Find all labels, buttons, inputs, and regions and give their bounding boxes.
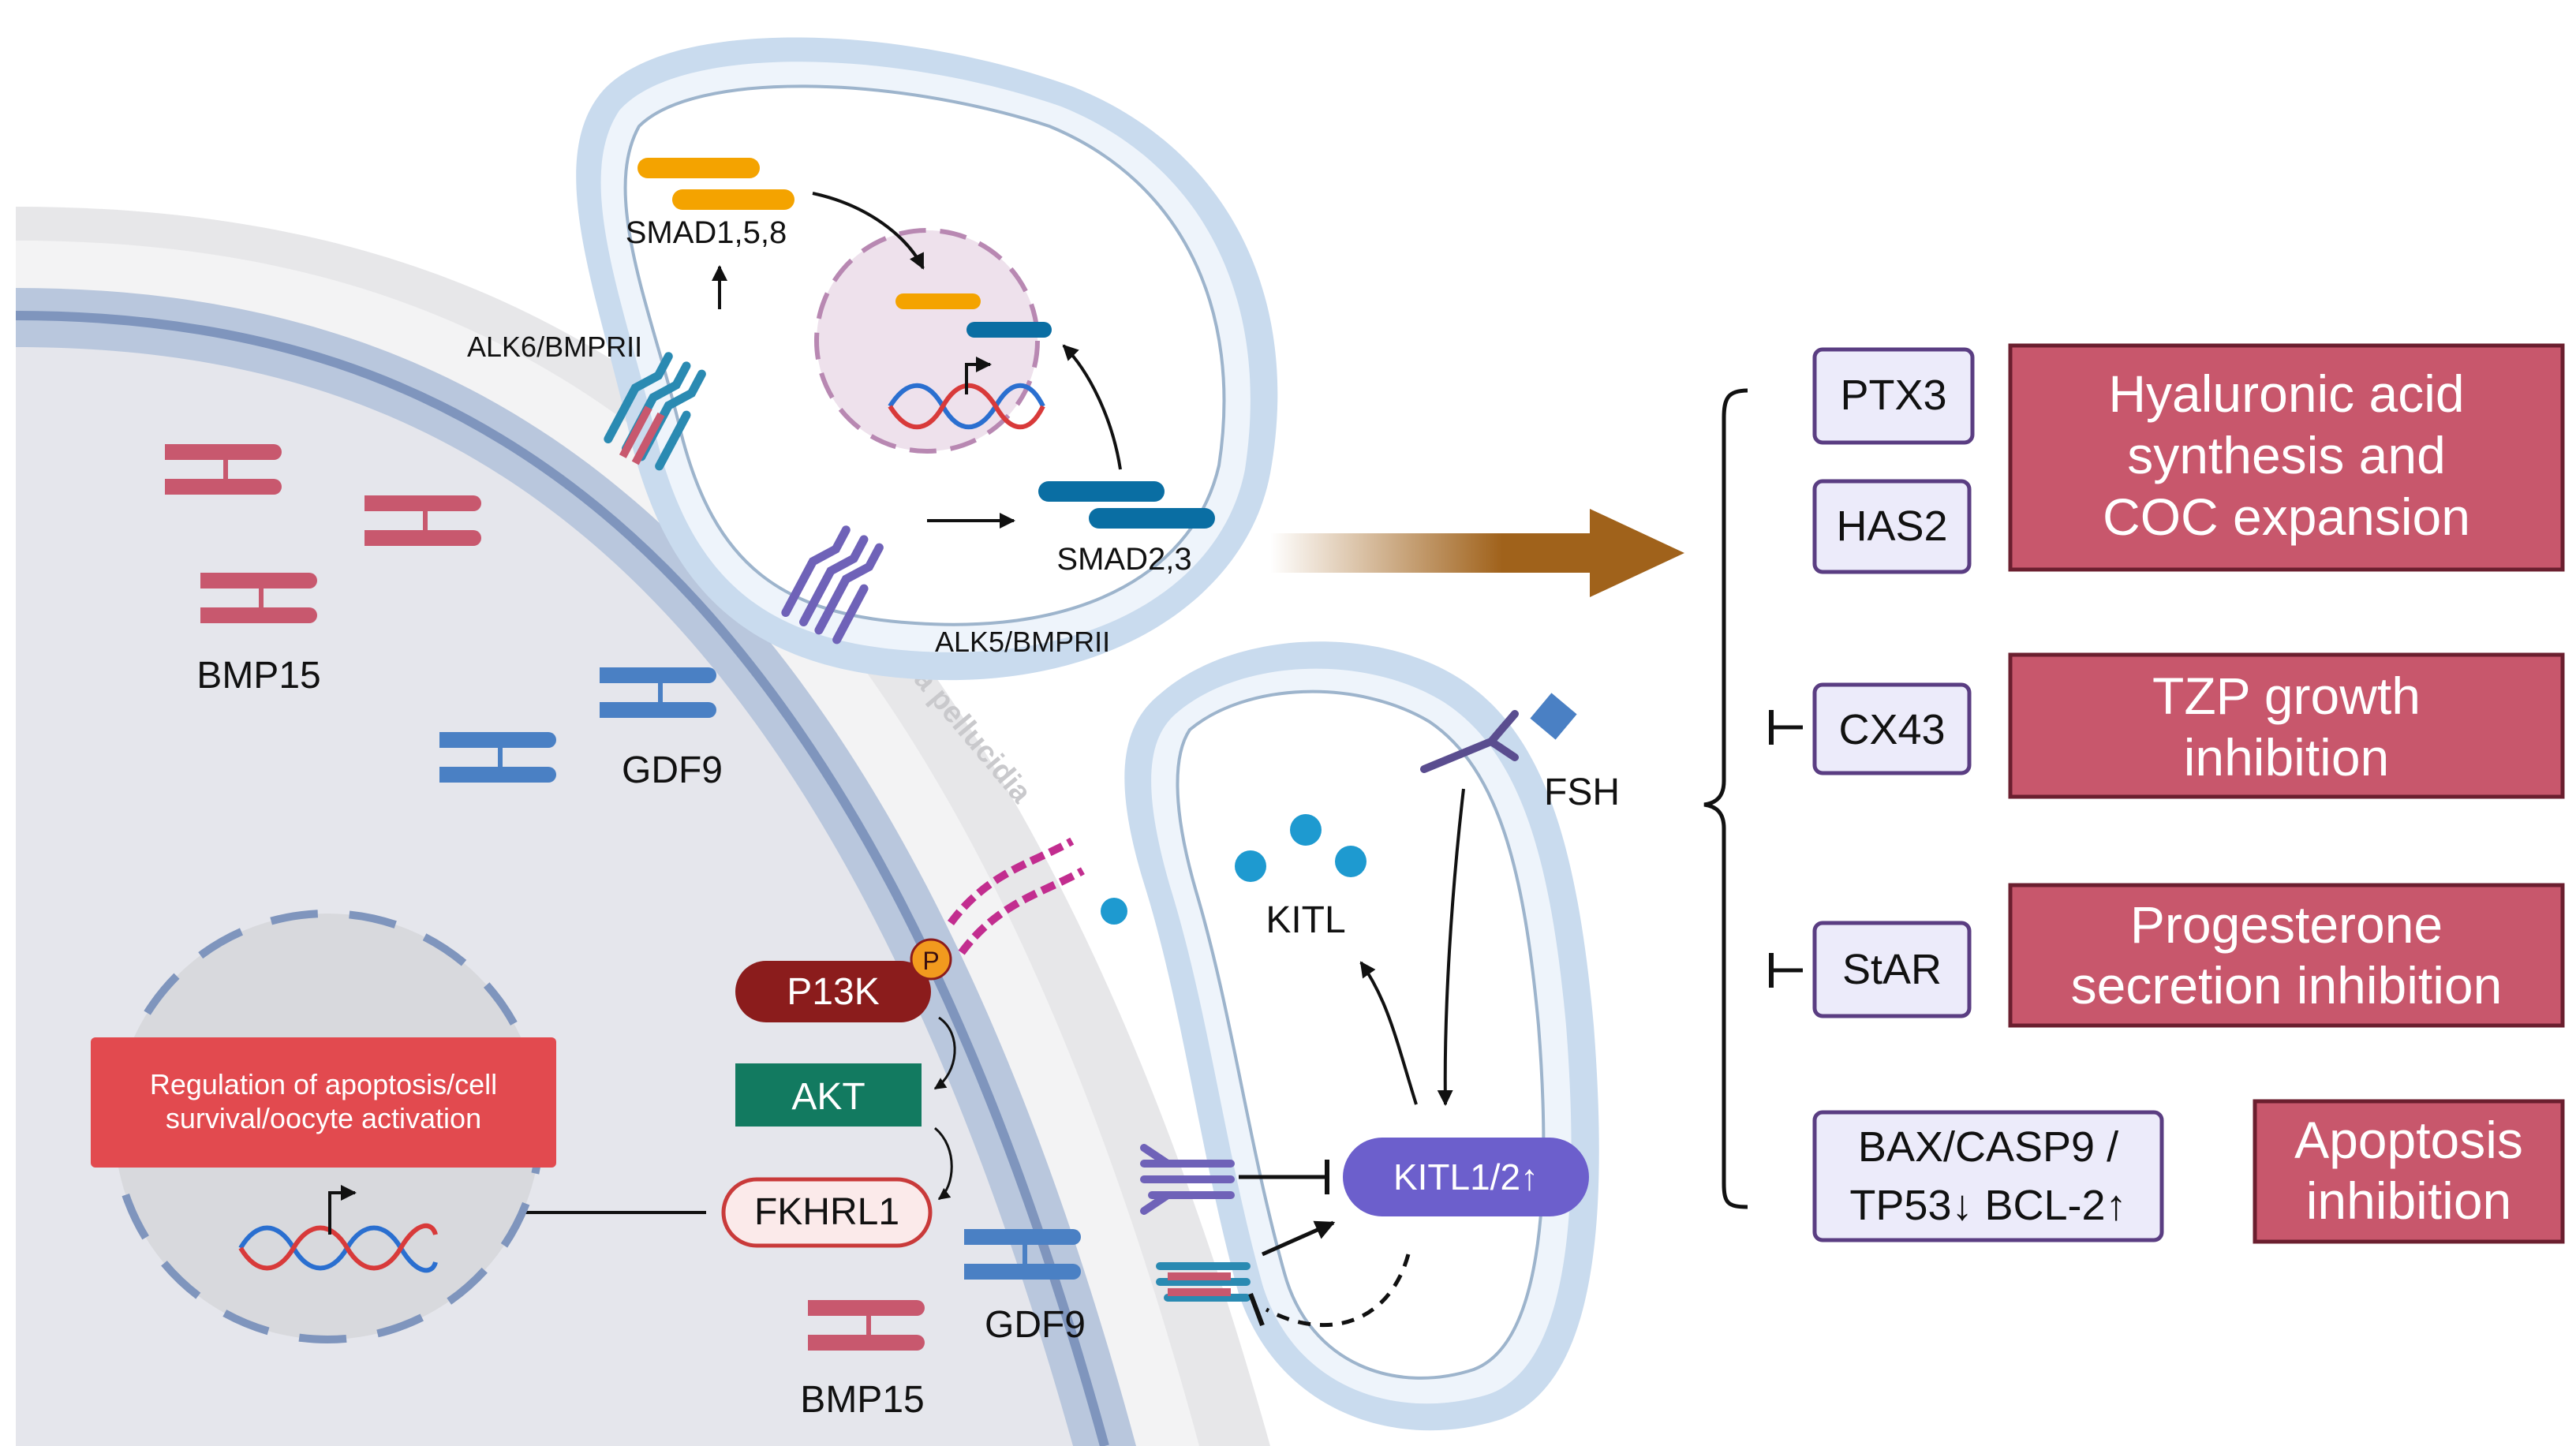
- effect-tzp-1: TZP growth: [2152, 667, 2421, 725]
- effects-bracket: [1703, 388, 1748, 1209]
- membrane-line: [15, 311, 1109, 1446]
- smad23-label: SMAD2,3: [1056, 542, 1191, 577]
- smad23-protein: [1038, 481, 1215, 529]
- gene-box-ptx3: [1812, 347, 1975, 445]
- effect-box-progesterone: [2008, 883, 2565, 1028]
- alk6-label: ALK6/BMPRII: [467, 331, 642, 363]
- regulation-line2: survival/oocyte activation: [166, 1102, 481, 1134]
- akt-label: AKT: [791, 1076, 865, 1118]
- phospho-badge: [910, 938, 952, 981]
- phospho-label: P: [922, 947, 939, 975]
- bmp15-label-lower: BMP15: [800, 1379, 924, 1421]
- effect-hyaluronic-2: synthesis and: [2127, 426, 2446, 484]
- effect-hyaluronic-3: COC expansion: [2103, 488, 2470, 546]
- fsh-label: FSH: [1544, 772, 1620, 813]
- gene-has2: HAS2: [1836, 503, 1947, 550]
- kitl-molecule: [1290, 814, 1322, 846]
- alk6-receptor: [604, 349, 707, 473]
- fsh-receptor: [1420, 710, 1519, 773]
- kit-receptor: [947, 837, 1085, 955]
- kitl12-node: [1343, 1138, 1589, 1216]
- gene-box-star: [1812, 921, 1972, 1018]
- dashed-feedback: [1265, 1254, 1411, 1327]
- gene-ptx3: PTX3: [1840, 372, 1946, 419]
- bmp15-label: BMP15: [196, 655, 320, 697]
- arrow-pi3k-to-akt: [933, 1016, 956, 1090]
- arrow-smad158-to-nucleus: [812, 192, 925, 270]
- smad158-in-nucleus: [895, 293, 981, 309]
- gene-box-cx43: [1812, 682, 1972, 775]
- effect-tzp-2: inhibition: [2184, 728, 2390, 787]
- gene-bax-line2: TP53↓ BCL-2↑: [1849, 1182, 2126, 1229]
- regulation-line1: Regulation of apoptosis/cell: [150, 1068, 497, 1100]
- fkhrl1-node: [721, 1177, 933, 1248]
- dna-icon-oocyte: [238, 1185, 438, 1273]
- kitl12-label: KITL1/2↑: [1393, 1156, 1538, 1198]
- feedback-bar: [1248, 1292, 1265, 1327]
- alk5-label: ALK5/BMPRII: [935, 626, 1110, 658]
- smad23-in-nucleus: [966, 322, 1052, 338]
- regulation-box: [91, 1037, 556, 1168]
- gene-star: StAR: [1842, 946, 1942, 993]
- gdf9-label: GDF9: [622, 749, 723, 791]
- alk-receptor-lower-teal: [1156, 1262, 1251, 1302]
- smad158-label: SMAD1,5,8: [626, 215, 787, 250]
- gdf9-label-lower: GDF9: [985, 1304, 1086, 1346]
- dna-icon: [888, 357, 1045, 430]
- fsh-hormone: [1530, 693, 1577, 740]
- gene-cx43: CX43: [1838, 706, 1945, 753]
- gene-box-bax: [1812, 1110, 2164, 1242]
- gene-bax-line1: BAX/CASP9 /: [1858, 1123, 2118, 1171]
- effect-hyaluronic-1: Hyaluronic acid: [2108, 364, 2464, 423]
- arrow-akt-to-fkhrl1: [934, 1127, 953, 1201]
- effect-box-tzp: [2008, 652, 2565, 799]
- effect-apop-2: inhibition: [2306, 1171, 2512, 1230]
- pi3k-node: [735, 961, 931, 1022]
- alk-receptor-lower-purple: [1140, 1144, 1235, 1215]
- effect-apop-1: Apoptosis: [2294, 1111, 2523, 1169]
- effect-prog-2: secretion inhibition: [2071, 956, 2503, 1014]
- arrow-kitl12-to-kitl: [1359, 961, 1418, 1105]
- kitl-molecule: [1335, 846, 1367, 877]
- effect-prog-1: Progesterone: [2130, 895, 2443, 954]
- arrow-fsh-to-kitl12: [1437, 788, 1465, 1106]
- arrow-smad23-to-nucleus: [1062, 344, 1122, 470]
- pi3k-label: P13K: [787, 971, 879, 1013]
- effect-box-hyaluronic: [2008, 343, 2565, 572]
- arrow-teal-to-kitl12: [1261, 1220, 1336, 1257]
- kitl-on-receptor: [1101, 898, 1127, 925]
- effect-box-apoptosis: [2253, 1099, 2565, 1244]
- granulosa-nucleus: [814, 228, 1040, 454]
- kitl-label: KITL: [1266, 899, 1345, 941]
- smad158-protein: [637, 158, 794, 210]
- akt-node: [735, 1063, 922, 1127]
- kitl-molecule: [1235, 850, 1266, 882]
- fkhrl1-label: FKHRL1: [754, 1191, 899, 1233]
- effects-arrow: [1270, 509, 1684, 597]
- gene-box-has2: [1812, 479, 1972, 574]
